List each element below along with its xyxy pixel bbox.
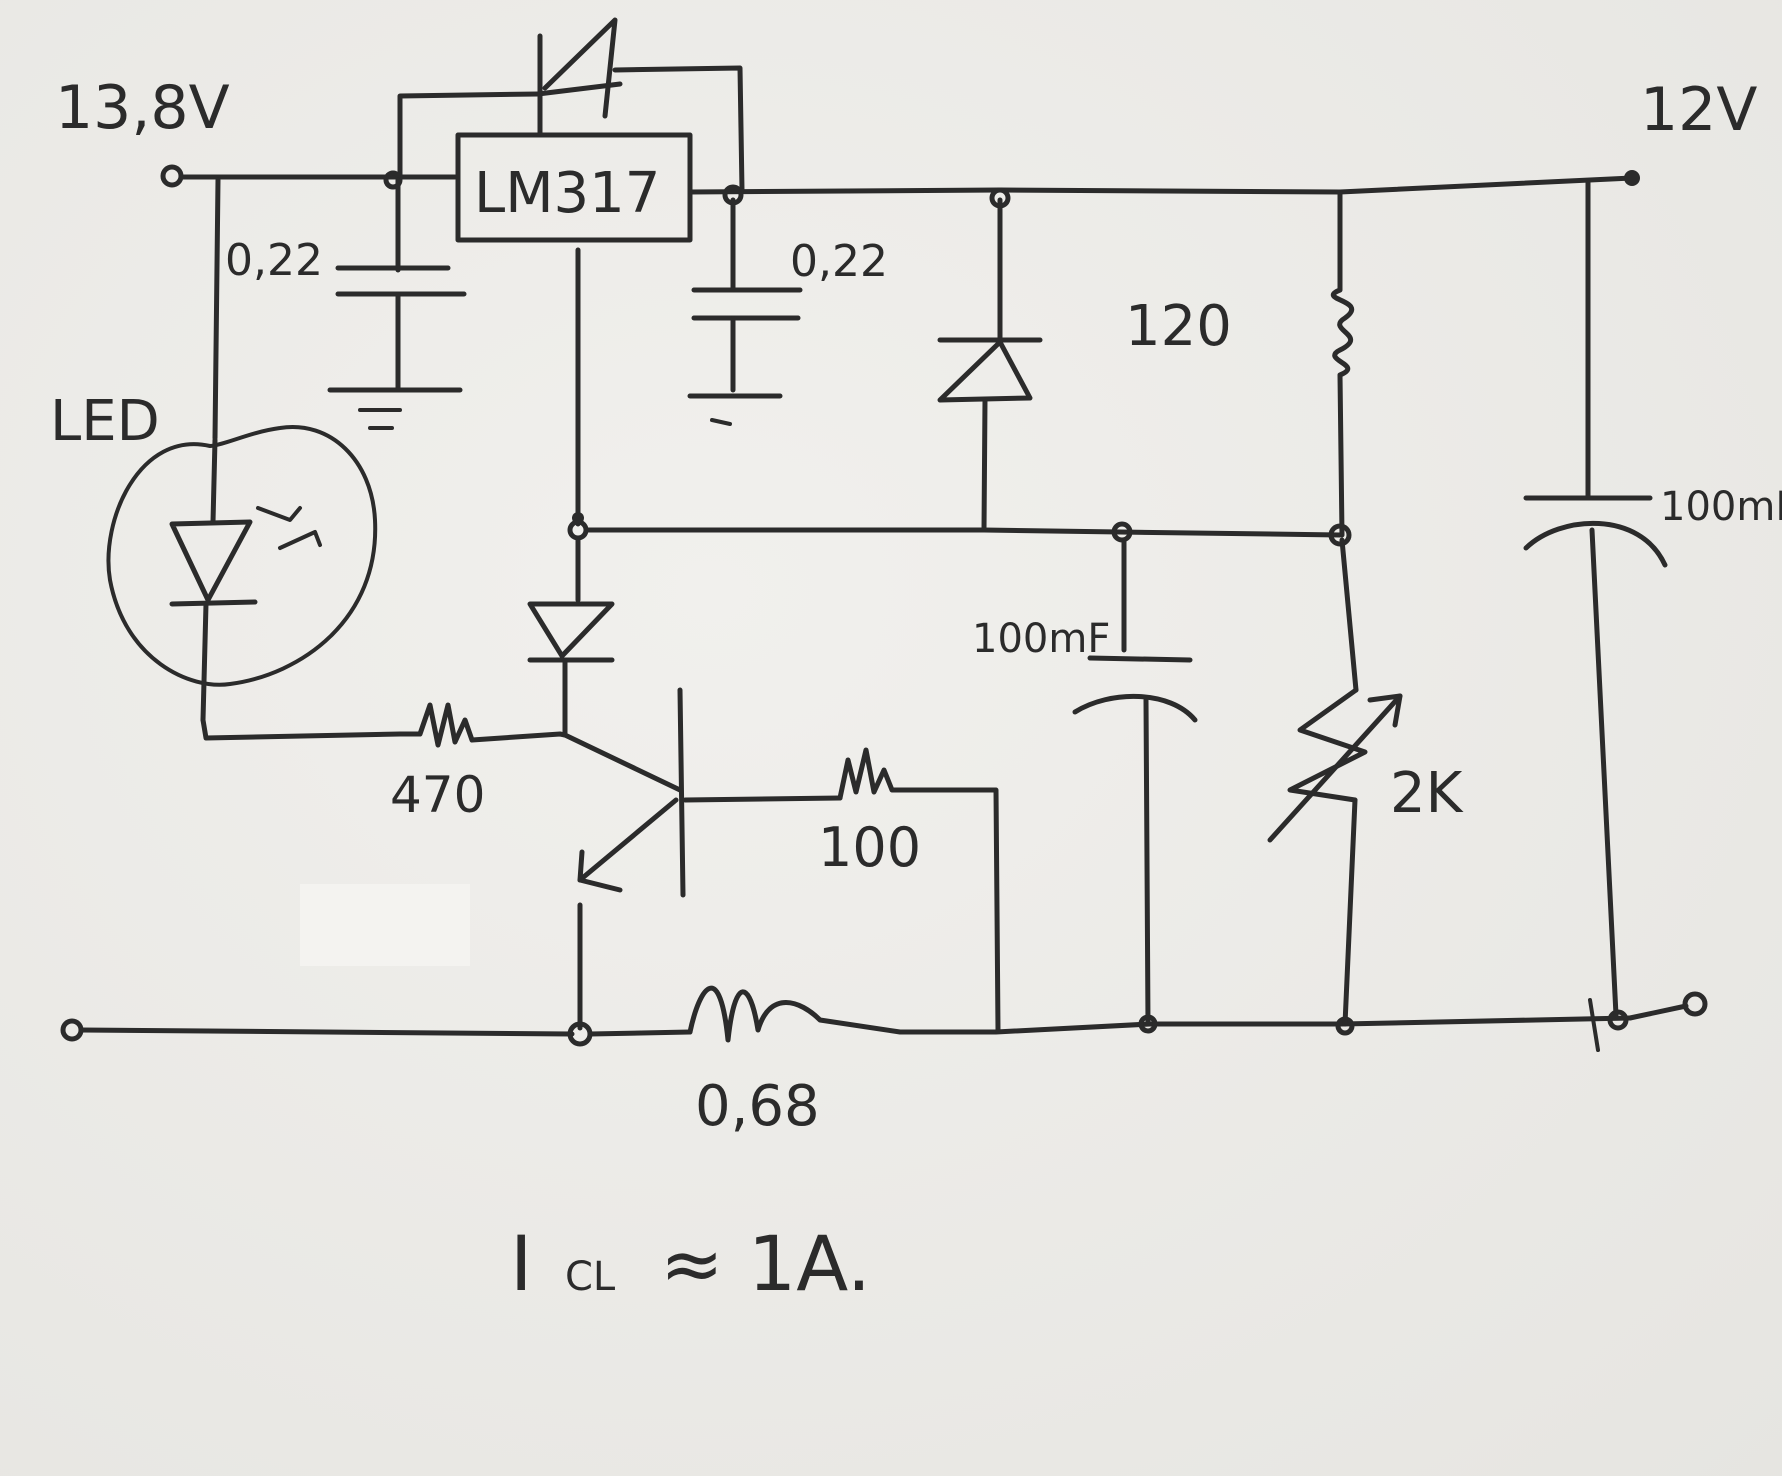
output-bulk-capacitor [1523, 179, 1668, 1052]
protection-diode [937, 197, 1043, 533]
potentiometer-2k [1267, 537, 1403, 1027]
sense-resistor-label: 0,68 [695, 1074, 820, 1139]
led-indicator [106, 177, 403, 741]
transistor [562, 687, 843, 1031]
input-voltage-label: 13,8V [55, 73, 230, 143]
note-value: ≈ 1A. [660, 1219, 871, 1308]
output-capacitor [687, 197, 803, 426]
resistor-470-label: 470 [390, 766, 485, 824]
resistor-100 [837, 747, 1001, 1033]
note-symbol: I [510, 1219, 532, 1308]
output-voltage-label: 12V [1640, 75, 1757, 145]
led-label: LED [50, 389, 160, 454]
resistor-120 [1330, 189, 1355, 538]
resistor-470 [397, 702, 568, 748]
current-limit-note: I CL ≈ 1A. [510, 1219, 871, 1308]
adj-capacitor [1072, 537, 1198, 1027]
cap-adj-label: 100mF [972, 616, 1110, 662]
bypass-switch [397, 17, 745, 193]
cap-out-label: 0,22 [790, 236, 888, 287]
ground-rail [60, 985, 1708, 1047]
resistor-100-label: 100 [818, 816, 921, 879]
input-rail [160, 164, 458, 190]
resistor-120-label: 120 [1125, 294, 1232, 359]
cap-in-label: 0,22 [225, 235, 323, 286]
cap-bulk-label: 100mF [1660, 484, 1782, 530]
lm317-regulator [455, 132, 1640, 243]
paper-patch [300, 884, 470, 966]
regulator-label: LM317 [474, 161, 660, 226]
adj-diode [527, 535, 615, 738]
input-capacitor [327, 177, 467, 430]
adj-node [567, 247, 1352, 547]
potentiometer-label: 2K [1390, 761, 1464, 826]
note-subscript: CL [565, 1254, 616, 1300]
